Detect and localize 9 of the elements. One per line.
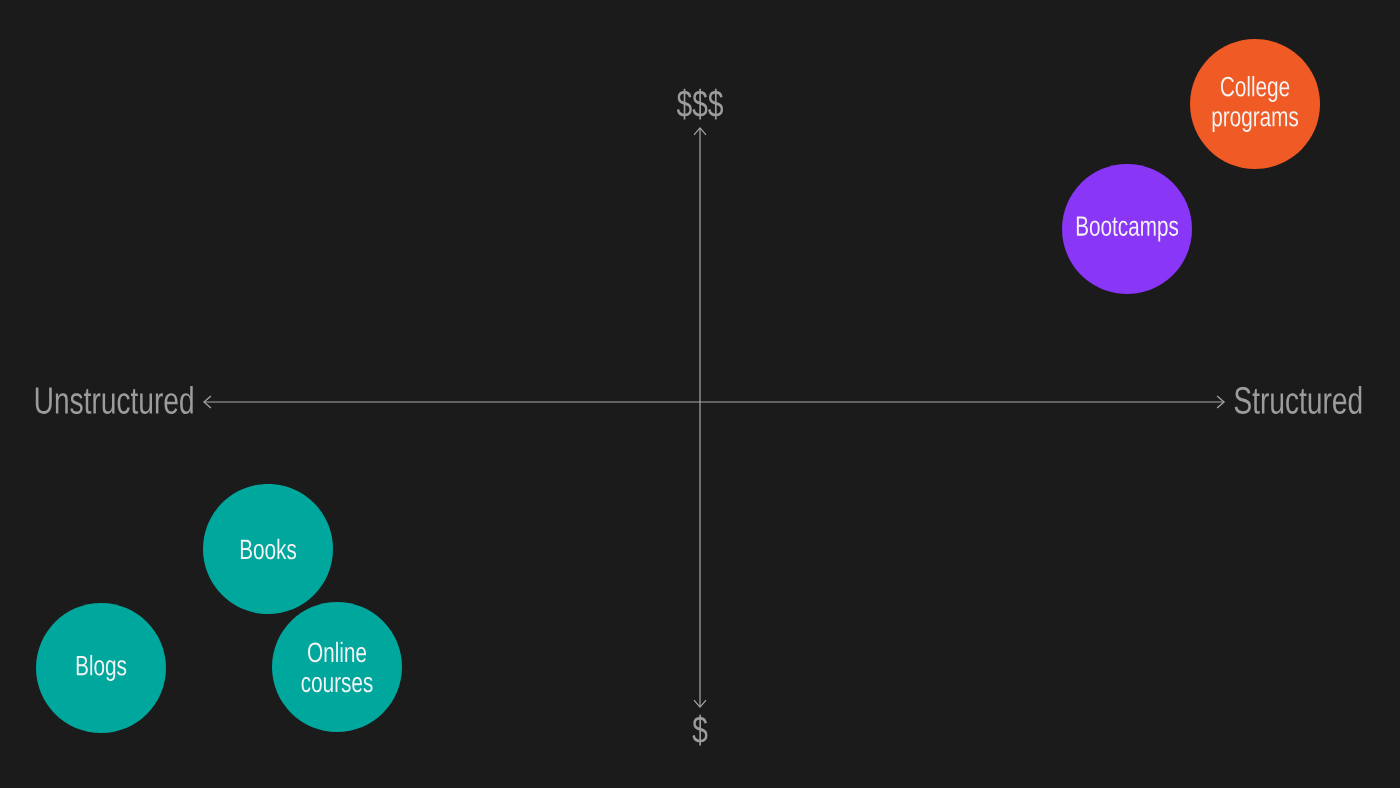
circle-node: Books (203, 484, 333, 614)
circle-node: College programs (1190, 39, 1320, 169)
axis-label: $$$ (676, 88, 723, 120)
axis-label: $ (692, 714, 708, 746)
circle-node: Bootcamps (1062, 164, 1192, 294)
circle-node: Blogs (36, 603, 166, 733)
axis-label: Structured (1234, 386, 1362, 414)
circle-node: Online courses (272, 602, 402, 732)
axis-label: Unstructured (35, 386, 193, 414)
